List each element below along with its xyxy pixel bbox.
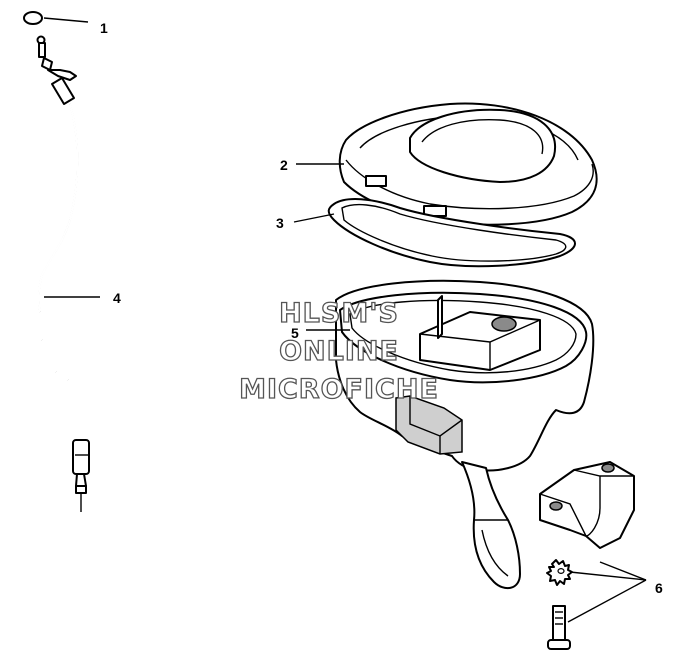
leader-line-6c [567, 579, 647, 623]
leader-line-1 [43, 17, 89, 23]
callout-5: 5 [291, 325, 299, 341]
cable-icon [36, 35, 90, 512]
watermark: HLSM'S ONLINE MICROFICHE [238, 297, 439, 405]
gasket-icon [327, 198, 576, 268]
watermark-line-1: HLSM'S [279, 298, 399, 329]
callout-2: 2 [280, 157, 288, 173]
leader-line-3 [293, 213, 335, 223]
callout-6: 6 [655, 580, 663, 596]
watermark-line-2: ONLINE [279, 336, 399, 367]
housing-cover-icon [338, 102, 598, 226]
callout-1: 1 [100, 20, 108, 36]
callout-4: 4 [113, 290, 121, 306]
leader-line-6b [569, 571, 647, 581]
o-ring-icon [23, 11, 43, 25]
throttle-housing-icon [335, 279, 595, 590]
watermark-line-3: MICROFICHE [239, 374, 439, 405]
clamp-bolt-washer-icon [539, 461, 635, 650]
callout-3: 3 [276, 215, 284, 231]
leader-line-6a [599, 561, 647, 581]
